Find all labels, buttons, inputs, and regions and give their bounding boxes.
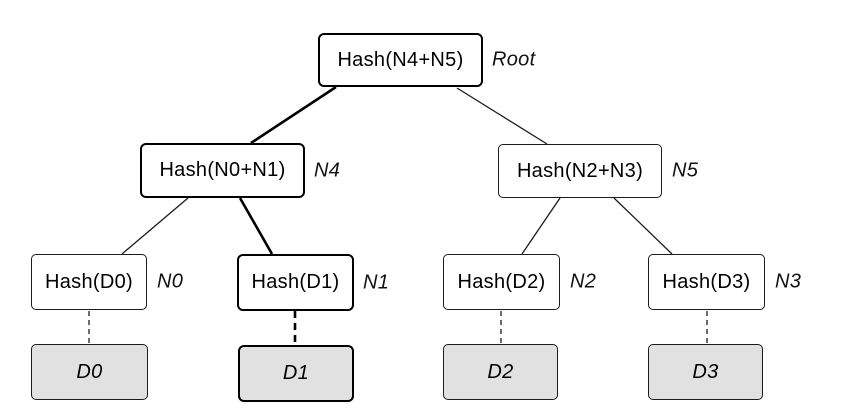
edge-n4-n0 <box>121 197 189 255</box>
data-block-d0-label: D0 <box>76 360 103 383</box>
node-n2-label: Hash(D2) <box>457 270 546 293</box>
edge-n5-n2 <box>521 197 561 255</box>
node-n1-label: Hash(D1) <box>251 271 340 293</box>
node-n5: Hash(N2+N3) N5 <box>498 144 698 198</box>
edge-root-n4 <box>250 85 337 145</box>
data-block-d2-label: D2 <box>487 360 514 383</box>
node-n2: Hash(D2) N2 <box>443 254 596 310</box>
node-n4-label: Hash(N0+N1) <box>159 159 286 181</box>
node-n4: Hash(N0+N1) N4 <box>140 143 340 198</box>
node-n3-label: Hash(D3) <box>662 270 751 293</box>
node-n0: Hash(D0) N0 <box>31 254 183 310</box>
node-n1-tag: N1 <box>363 271 390 293</box>
node-n3: Hash(D3) N3 <box>648 254 801 310</box>
node-root: Hash(N4+N5) Root <box>318 33 535 87</box>
node-n5-tag: N5 <box>672 159 699 182</box>
node-root-tag: Root <box>492 48 536 71</box>
node-n2-tag: N2 <box>570 270 597 293</box>
edge-n5-n3 <box>613 197 673 255</box>
data-block-d3-label: D3 <box>692 360 719 383</box>
node-n0-label: Hash(D0) <box>45 270 133 293</box>
data-block-d1: D1 <box>238 345 354 402</box>
node-n5-label: Hash(N2+N3) <box>516 159 644 182</box>
data-block-d3: D3 <box>648 344 763 400</box>
node-n1: Hash(D1) N1 <box>237 254 389 311</box>
edge-n4-n1 <box>238 197 274 255</box>
node-n3-tag: N3 <box>775 270 802 293</box>
node-n0-tag: N0 <box>157 270 184 293</box>
edge-root-n5 <box>456 87 548 145</box>
node-n4-tag: N4 <box>314 159 341 181</box>
data-block-d2: D2 <box>443 344 558 400</box>
data-block-d0: D0 <box>31 344 148 400</box>
data-block-d1-label: D1 <box>282 362 310 384</box>
node-root-label: Hash(N4+N5) <box>337 48 464 71</box>
